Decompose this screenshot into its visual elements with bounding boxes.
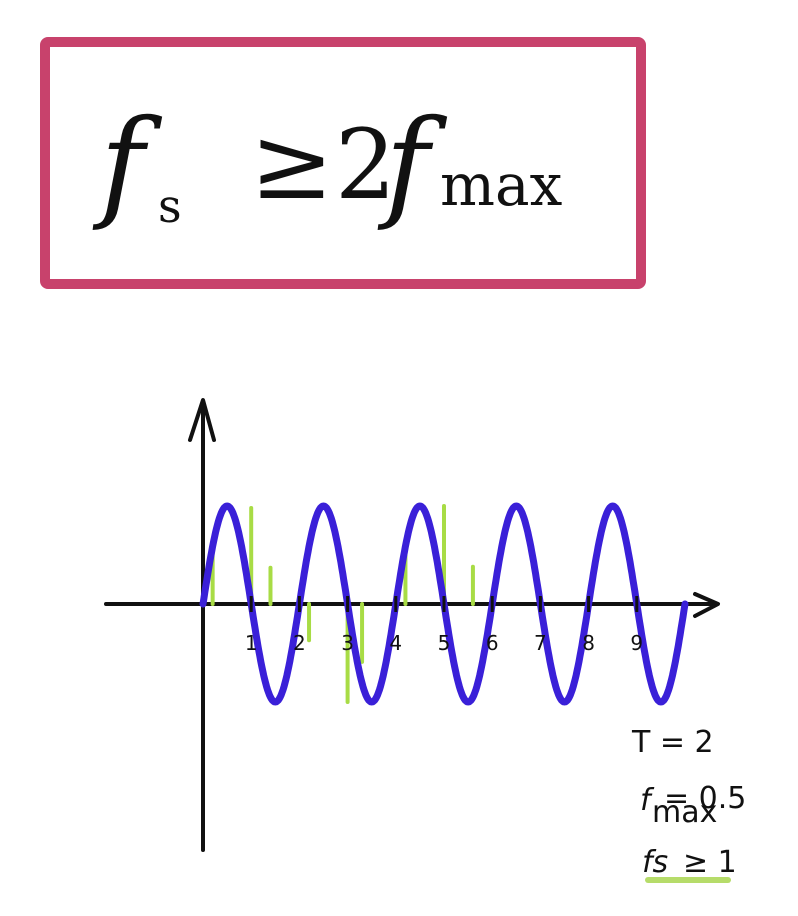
fmax-value: = 0.5 xyxy=(664,781,746,816)
x-axis-arrow xyxy=(693,592,720,618)
x-tick-label-3: 3 xyxy=(341,631,354,655)
formula-coef: 2 xyxy=(335,109,396,221)
axes xyxy=(104,398,720,852)
nyquist-formula: f s ≥ 2 f max xyxy=(92,95,562,234)
fs-value: ≥ 1 xyxy=(683,845,737,880)
formula-lhs: f xyxy=(92,95,163,234)
period-note: T = 2 xyxy=(631,725,714,760)
formula-rhs: f xyxy=(377,95,448,234)
y-axis-arrow xyxy=(188,398,216,442)
formula-relation: ≥ xyxy=(250,105,334,222)
x-tick-label-2: 2 xyxy=(293,631,306,655)
formula-lhs-sub: s xyxy=(158,179,182,233)
fs-symbol: fs xyxy=(642,845,668,880)
x-tick-label-9: 9 xyxy=(630,631,643,655)
x-tick-label-8: 8 xyxy=(582,631,595,655)
x-tick-label-1: 1 xyxy=(245,631,258,655)
fmax-sub: max xyxy=(652,795,717,830)
x-tick-label-4: 4 xyxy=(389,631,402,655)
formula-box xyxy=(40,37,646,289)
x-ticks: 1 2 3 4 5 6 7 8 9 xyxy=(245,596,643,655)
formula-rhs-sub: max xyxy=(440,151,562,219)
x-tick-label-5: 5 xyxy=(438,631,451,655)
notes: T = 2 f max = 0.5 fs ≥ 1 xyxy=(631,725,746,883)
x-tick-label-6: 6 xyxy=(486,631,499,655)
x-tick-label-7: 7 xyxy=(534,631,547,655)
